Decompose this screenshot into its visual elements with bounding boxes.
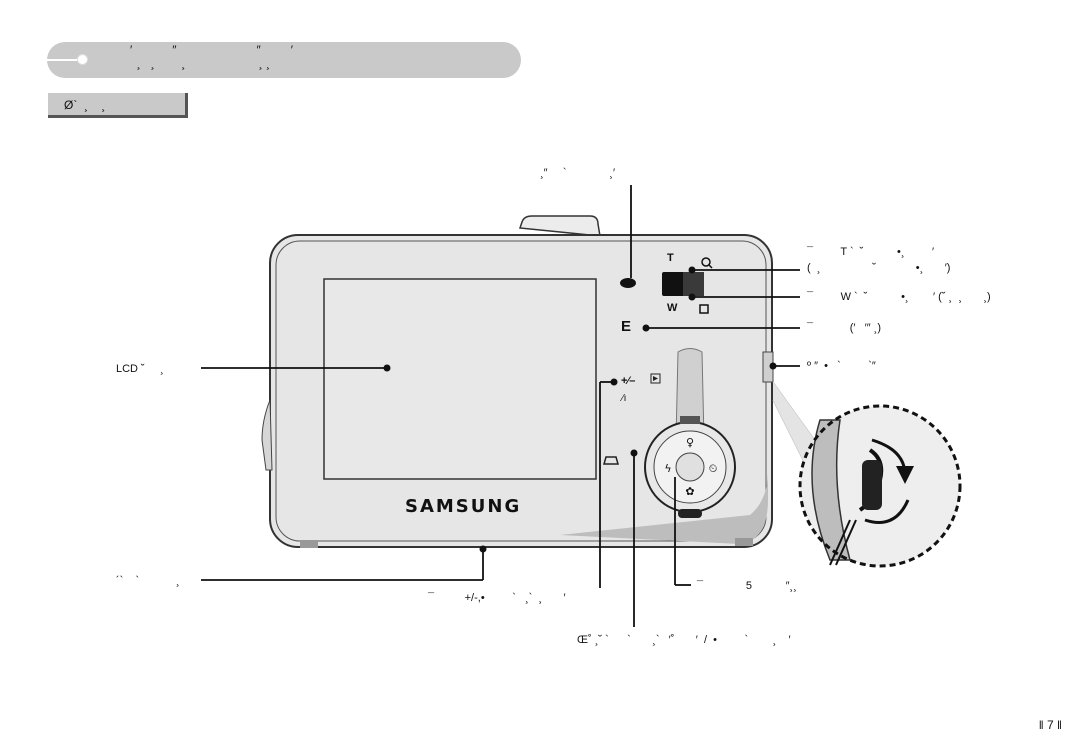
page-number: ‖ 7 ‖ — [1038, 718, 1062, 732]
five-function-dial: ♀ ϟ ⏲ ✿ — [644, 416, 736, 518]
delete-icon: ⁄ı — [622, 393, 627, 404]
callout-zoom-t-line1: ¯ T ` ˘ •¸ ′ — [807, 246, 935, 258]
zoom-rocker — [662, 257, 713, 314]
section-tab — [48, 93, 188, 118]
callout-zoom-t-line2: ( ¸ ˘ •¸ ′) — [807, 262, 951, 274]
zoom-t-label: T — [667, 252, 674, 264]
zoom-w-label: W — [667, 302, 678, 314]
camera-brand-logo: SAMSUNG — [405, 496, 522, 517]
banner-title: ′ ″ ″ ′ ¸ ¸ ¸ ¸ ¸ — [120, 44, 293, 70]
lcd-screen — [323, 278, 597, 480]
callout-tripod-socket: ´` ` ¸ — [116, 575, 180, 587]
svg-text:✿: ✿ — [685, 485, 694, 498]
section-label: Ø` ¸ ¸ — [64, 98, 106, 112]
section-banner — [47, 42, 521, 78]
banner-title-line2: ¸ ¸ ¸ ¸ ¸ — [120, 56, 271, 70]
callout-lcd: LCD ˘ ¸ — [116, 363, 164, 375]
callout-dots — [383, 266, 777, 553]
camera-status-lamp — [620, 278, 636, 288]
callout-exposure-button: ¯ +/-,• ` ¸` ¸ ′ — [428, 592, 566, 604]
exposure-button-label: +⁄– — [621, 375, 636, 387]
callout-five-function: ¯ 5 ″¸¸ — [697, 580, 797, 592]
play-button-icon — [650, 373, 661, 384]
callout-strap-eyelet: º ″ • ` `″ — [807, 360, 876, 372]
strap-detail-magnifier — [798, 404, 962, 568]
banner-title-line1: ′ ″ ″ ′ — [120, 43, 294, 57]
svg-text:⏲: ⏲ — [709, 462, 718, 475]
callout-zoom-w: ¯ W ` ˘ •¸ ′ (˘ ¸ ¸ ¸) — [807, 291, 991, 303]
print-icon — [603, 456, 619, 465]
callout-print-play: Œ˚ ¸˘ ` ` ¸` ′˚ ′ / • ` ¸ ′ — [577, 634, 791, 646]
callout-e-button: ¯ (′ ′″ ¸) — [807, 322, 881, 334]
banner-rule — [47, 59, 83, 61]
e-button-label: E — [621, 318, 632, 335]
callout-lines — [201, 185, 800, 627]
callout-status-lamp: ¸″ ` ¸′ — [540, 167, 616, 179]
svg-text:ϟ: ϟ — [664, 462, 671, 475]
svg-text:♀: ♀ — [686, 436, 694, 449]
banner-dot-icon — [77, 54, 88, 65]
